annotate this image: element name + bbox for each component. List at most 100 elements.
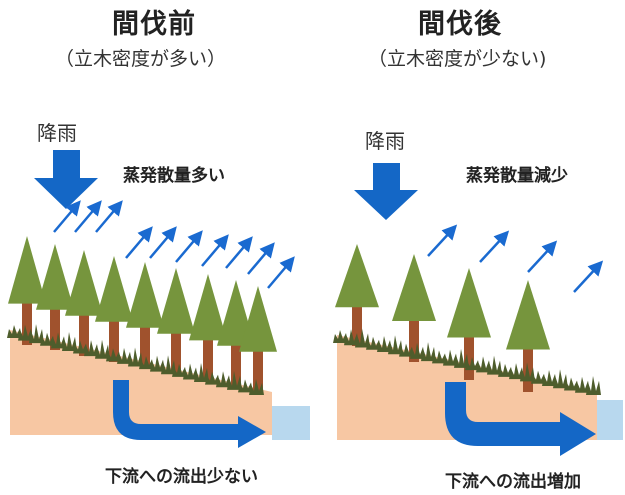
after-soil-slope (337, 335, 597, 440)
after-grass-tuft (421, 342, 436, 362)
before-water-pool (272, 406, 310, 440)
after-tree-trunk (464, 333, 474, 380)
after-grass-group (333, 328, 601, 395)
after-grass-tuft (465, 357, 480, 371)
before-evaporation-label: 蒸発散量多い (123, 166, 225, 186)
before-grass-tuft (84, 340, 99, 357)
before-evaporation-arrow-icon (149, 226, 177, 259)
before-grass-tuft (150, 355, 165, 372)
before-evaporation-arrow-icon (95, 200, 123, 233)
after-grass-tuft (377, 336, 392, 353)
after-grass-tuft (443, 349, 458, 366)
before-tree-crown (36, 244, 74, 310)
after-evaporation-arrows (427, 224, 604, 293)
before-tree-trunk (22, 299, 32, 345)
before-tree-crown (157, 268, 195, 334)
before-outflow-label: 下流への流出少ない (105, 467, 258, 487)
before-evaporation-arrow-icon (267, 256, 295, 289)
after-grass-tuft (542, 369, 557, 386)
after-rain-label: 降雨 (365, 129, 405, 153)
before-grass-tuft (249, 379, 264, 395)
after-tree-crown (506, 280, 550, 350)
before-tree-trunk (140, 323, 150, 368)
before-rain-label: 降雨 (37, 121, 77, 145)
before-grass-tuft (40, 332, 55, 346)
before-grass-tuft (95, 339, 110, 359)
before-tree-crown (95, 256, 133, 322)
after-tree (335, 244, 379, 346)
after-tree-crown (447, 268, 491, 338)
before-grass-tuft (18, 324, 33, 341)
before-tree (239, 286, 277, 392)
after-grass-tuft (432, 350, 447, 364)
after-tree-crown (392, 254, 436, 321)
before-tree-crown (8, 236, 46, 304)
after-rain-arrow-icon (354, 163, 418, 220)
before-rain-arrow-icon (34, 150, 98, 209)
before-tree-trunk (253, 347, 263, 392)
before-tree-trunk (203, 336, 213, 381)
before-grass-tuft (106, 348, 121, 362)
before-grass-tuft (183, 363, 198, 380)
after-evaporation-label: 蒸発散量減少 (466, 166, 568, 186)
before-outflow-arrow-icon (113, 380, 266, 448)
after-panel (333, 163, 623, 456)
after-evaporation-arrow-icon (479, 230, 510, 263)
before-evaporation-arrow-icon (53, 200, 81, 233)
after-evaporation-arrow-icon (527, 240, 558, 273)
before-grass-tuft (238, 379, 253, 393)
before-grass-tuft (161, 355, 176, 375)
before-tree (126, 262, 164, 368)
before-tree-group (8, 236, 277, 392)
after-grass-tuft (520, 362, 535, 382)
before-grass-tuft (73, 340, 88, 354)
after-grass-tuft (531, 370, 546, 384)
after-grass-tuft (586, 376, 601, 395)
before-grass-tuft (216, 371, 231, 388)
before-title: 間伐前 (112, 9, 196, 40)
after-grass-tuft (509, 363, 524, 380)
before-tree-trunk (79, 311, 89, 356)
after-tree-trunk (352, 303, 362, 346)
before-tree (8, 236, 46, 345)
after-outflow-label: 下流への流出増加 (445, 472, 581, 492)
after-grass-tuft (498, 363, 513, 377)
before-tree-crown (189, 274, 227, 341)
before-evaporation-arrow-icon (125, 226, 153, 259)
after-grass-tuft (366, 336, 381, 350)
after-grass-tuft (410, 342, 425, 359)
before-grass-tuft (117, 347, 132, 364)
after-grass-tuft (553, 369, 568, 389)
before-grass-tuft (172, 363, 187, 377)
after-evaporation-arrow-icon (427, 224, 458, 257)
before-evaporation-arrow-icon (225, 236, 253, 269)
after-evaporation-arrow-icon (573, 260, 604, 293)
after-grass-tuft (344, 329, 359, 346)
after-grass-tuft (575, 376, 590, 393)
after-grass-tuft (355, 328, 370, 348)
after-grass-tuft (564, 377, 579, 391)
before-soil-slope (10, 330, 272, 435)
after-tree-crown (335, 244, 379, 308)
before-evaporation-arrow-icon (175, 230, 203, 263)
before-grass-tuft (128, 347, 143, 367)
after-outflow-arrow-icon (445, 382, 596, 456)
after-grass-tuft (333, 330, 348, 343)
before-tree-trunk (50, 305, 60, 350)
before-grass-tuft (7, 325, 22, 338)
after-tree-trunk (409, 316, 419, 362)
before-tree (36, 244, 74, 350)
before-grass-tuft (51, 332, 66, 349)
after-grass-tuft (399, 343, 414, 357)
before-evaporation-arrow-icon (74, 200, 102, 233)
after-grass-tuft (388, 335, 403, 355)
before-tree-crown (239, 286, 277, 352)
before-grass-tuft (227, 370, 242, 390)
before-evaporation-arrows (53, 200, 295, 289)
after-grass-tuft (487, 355, 502, 375)
before-tree (65, 250, 103, 356)
before-tree-trunk (109, 317, 119, 362)
before-grass-tuft (139, 356, 154, 370)
before-evaporation-arrow-icon (201, 234, 229, 267)
